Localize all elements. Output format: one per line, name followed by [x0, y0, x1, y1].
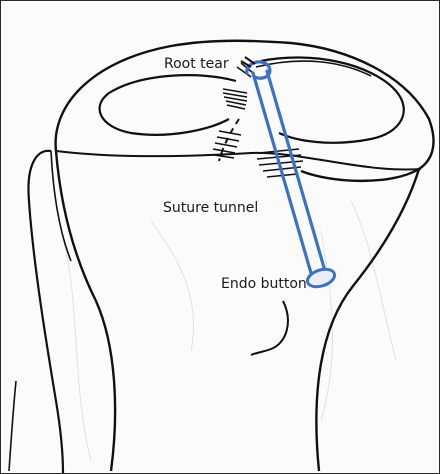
tibia-shaft-left: [56, 151, 115, 471]
tibial-tuberosity: [251, 301, 288, 355]
plateau-rim: [56, 151, 421, 169]
root-tear-label: Root tear: [164, 57, 229, 71]
medial-meniscus: [100, 75, 236, 135]
suture-tunnel: [247, 62, 325, 273]
tibial-plateau-outline: [56, 41, 434, 181]
endo-button-label: Endo button: [221, 277, 307, 291]
suture-tunnel-label: Suture tunnel: [163, 201, 258, 215]
lateral-meniscus: [261, 58, 404, 143]
sketch-shading: [61, 201, 396, 461]
fibula: [28, 151, 63, 473]
